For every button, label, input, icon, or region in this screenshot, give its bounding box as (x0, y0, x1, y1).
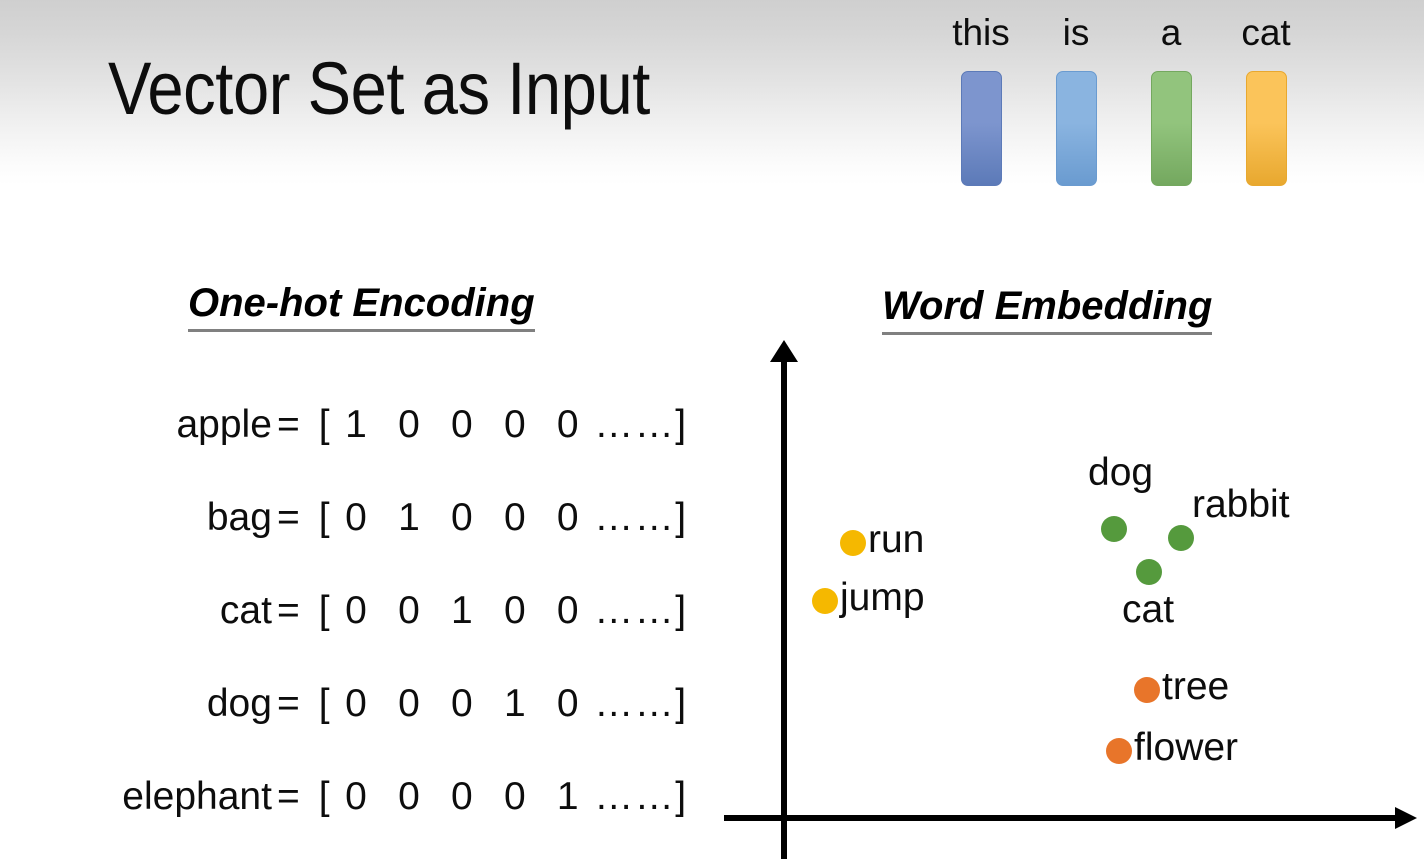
one-hot-value: 0 (345, 774, 367, 818)
one-hot-value: 0 (556, 495, 579, 539)
embedding-label-flower: flower (1134, 726, 1239, 769)
one-hot-value: 1 (451, 588, 473, 632)
embedding-label-dog: dog (1088, 451, 1154, 494)
open-bracket: [ (318, 681, 330, 725)
embedding-dot-jump (812, 588, 838, 614)
ellipsis: …… (594, 495, 676, 539)
equals-sign: = (277, 588, 300, 632)
y-axis-line (781, 358, 787, 859)
one-hot-word-label: bag (206, 495, 272, 539)
one-hot-word-label: cat (219, 588, 272, 632)
one-hot-value: 0 (556, 681, 579, 725)
sentence-token-a: a (1125, 14, 1217, 186)
token-vector-bar (960, 71, 1002, 186)
page-title: Vector Set as Input (108, 47, 650, 130)
one-hot-value: 0 (345, 681, 367, 725)
close-bracket: ] (675, 495, 687, 539)
equals-sign: = (277, 774, 300, 818)
one-hot-value: 0 (398, 588, 420, 632)
y-axis-arrow-icon (770, 340, 798, 362)
embedding-dot-flower (1106, 738, 1132, 764)
close-bracket: ] (675, 588, 687, 632)
close-bracket: ] (675, 402, 687, 446)
equals-sign: = (277, 402, 300, 446)
embedding-label-jump: jump (840, 576, 925, 619)
one-hot-value: 0 (503, 774, 526, 818)
token-vector-bar (1245, 71, 1287, 186)
embedding-dot-tree (1134, 677, 1160, 703)
token-label: is (1062, 12, 1090, 53)
open-bracket: [ (318, 774, 330, 818)
one-hot-value: 0 (398, 681, 420, 725)
x-axis-arrow-icon (1395, 807, 1417, 829)
one-hot-value: 0 (451, 774, 473, 818)
token-vector-bar (1150, 71, 1192, 186)
one-hot-value: 0 (398, 774, 420, 818)
equals-sign: = (277, 681, 300, 725)
close-bracket: ] (675, 681, 687, 725)
one-hot-value: 1 (398, 495, 420, 539)
sentence-token-this: this (935, 14, 1027, 186)
one-hot-value: 0 (398, 402, 420, 446)
ellipsis: …… (594, 402, 676, 446)
close-bracket: ] (675, 774, 687, 818)
open-bracket: [ (318, 402, 330, 446)
embedding-dot-rabbit (1168, 525, 1194, 551)
sentence-token-is: is (1030, 14, 1122, 186)
embedding-dot-cat (1136, 559, 1162, 585)
embedding-label-run: run (868, 518, 925, 561)
one-hot-value: 0 (556, 402, 579, 446)
open-bracket: [ (318, 588, 330, 632)
one-hot-value: 1 (556, 774, 579, 818)
embedding-label-rabbit: rabbit (1192, 483, 1290, 526)
token-label: this (952, 12, 1010, 53)
embedding-dot-run (840, 530, 866, 556)
one-hot-value: 0 (556, 588, 579, 632)
one-hot-value: 0 (451, 495, 473, 539)
one-hot-value: 0 (503, 588, 526, 632)
sentence-token-cat: cat (1220, 14, 1312, 186)
equals-sign: = (277, 495, 300, 539)
one-hot-word-label: dog (206, 681, 272, 725)
one-hot-value: 1 (503, 681, 526, 725)
ellipsis: …… (594, 681, 676, 725)
one-hot-value: 0 (345, 495, 367, 539)
section-heading-word-embedding: Word Embedding (882, 285, 1212, 341)
section-heading-one-hot-encoding: One-hot Encoding (188, 282, 535, 338)
one-hot-word-label: apple (176, 402, 272, 446)
x-axis-line (724, 815, 1399, 821)
one-hot-value: 1 (345, 402, 367, 446)
token-label: cat (1241, 12, 1291, 53)
ellipsis: …… (594, 774, 676, 818)
embedding-label-tree: tree (1162, 665, 1230, 708)
one-hot-value: 0 (503, 402, 526, 446)
sentence-token-row: this is a cat (935, 14, 1315, 209)
ellipsis: …… (594, 588, 676, 632)
open-bracket: [ (318, 495, 330, 539)
one-hot-word-label: elephant (122, 774, 272, 818)
token-vector-bar (1055, 71, 1097, 186)
word-embedding-scatter-plot: run jump dog rabbit cat tree flower (700, 340, 1424, 859)
one-hot-value: 0 (345, 588, 367, 632)
one-hot-value: 0 (451, 402, 473, 446)
embedding-label-cat: cat (1122, 588, 1175, 631)
embedding-dot-dog (1101, 516, 1127, 542)
one-hot-value: 0 (451, 681, 473, 725)
token-label: a (1160, 12, 1182, 53)
one-hot-value: 0 (503, 495, 526, 539)
